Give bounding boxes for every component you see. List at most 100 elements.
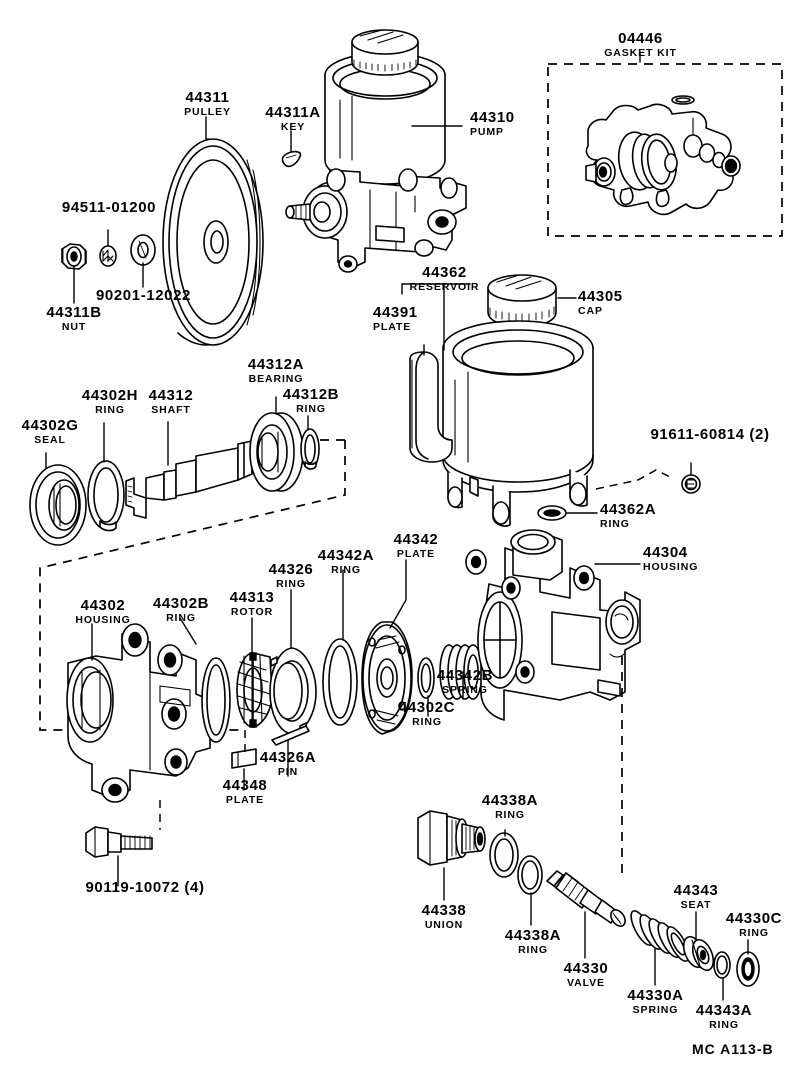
callout-gasket-kit-number: 04446 <box>618 30 663 47</box>
sheet-code: MC A113-B <box>692 1041 774 1057</box>
callout-ring-44302c-number: 44302C <box>398 699 456 716</box>
callout-ring-44302c-name: RING <box>412 716 442 728</box>
callout-valve: 44330 VALVE <box>551 961 621 990</box>
callout-housing-44302: 44302 HOUSING <box>59 598 147 627</box>
callout-bolt-91611-number: 91611-60814 (2) <box>650 426 770 443</box>
part-bolt-91611 <box>681 474 701 494</box>
part-ring-44302b <box>201 657 231 743</box>
callout-ring-44330c-number: 44330C <box>725 910 783 927</box>
callout-plate-44348: 44348 PLATE <box>205 778 285 807</box>
part-ring-44326 <box>269 647 317 735</box>
callout-shaft-name: SHAFT <box>151 404 191 416</box>
callout-ring-44312b-number: 44312B <box>282 386 340 403</box>
part-housing-44302 <box>66 623 211 803</box>
callout-ring-44342a-number: 44342A <box>317 547 375 564</box>
gasket-kit-box <box>547 63 783 237</box>
callout-spring-44330a: 44330A SPRING <box>613 988 698 1017</box>
callout-ring-44302h: 44302H RING <box>69 388 151 417</box>
callout-ring-44302b: 44302B RING <box>138 596 224 625</box>
callout-valve-name: VALVE <box>567 977 605 989</box>
callout-gasket-kit-name: GASKET KIT <box>604 47 677 59</box>
callout-spring-44330a-name: SPRING <box>632 1004 679 1016</box>
part-ring-44312b <box>300 428 320 470</box>
part-ring-44338a-bottom <box>517 855 543 895</box>
callout-plate-44391-number: 44391 <box>373 304 418 321</box>
callout-pulley-name: PULLEY <box>184 106 231 118</box>
part-bolt-90119 <box>85 826 153 858</box>
callout-ring-44302c: 44302C RING <box>386 700 468 729</box>
callout-cap-number: 44305 <box>578 288 623 305</box>
callout-seat-44343-name: SEAT <box>680 899 712 911</box>
callout-reservoir-number: 44362 <box>422 264 467 281</box>
callout-plate-44342-number: 44342 <box>393 531 439 548</box>
callout-ring-44362a-number: 44362A <box>600 501 657 518</box>
callout-ring-44342a-name: RING <box>331 564 361 576</box>
part-ring-44342a <box>322 638 358 726</box>
callout-seal-44302g-number: 44302G <box>21 417 79 434</box>
callout-bolt-90119: 90119-10072 (4) <box>63 880 227 895</box>
callout-shaft: 44312 SHAFT <box>138 388 204 417</box>
callout-key-number: 44311A <box>265 104 321 121</box>
part-pin-44326a <box>271 725 310 746</box>
callout-bearing-number: 44312A <box>247 356 305 373</box>
callout-seat-44343: 44343 SEAT <box>661 883 731 912</box>
part-rotor-44313 <box>236 652 273 728</box>
callout-washer-94511: 94511-01200 <box>53 200 165 215</box>
callout-plate-44391: 44391 PLATE <box>373 305 418 334</box>
callout-bearing: 44312A BEARING <box>221 357 331 386</box>
callout-pin-44326a: 44326A PIN <box>245 750 331 779</box>
callout-pulley-number: 44311 <box>185 89 230 106</box>
part-shaft-44312 <box>125 435 267 519</box>
callout-seal-44302g-name: SEAL <box>34 434 66 446</box>
callout-bolt-91611: 91611-60814 (2) <box>635 427 785 442</box>
callout-housing-44304: 44304 HOUSING <box>643 545 698 574</box>
callout-key: 44311A KEY <box>254 105 332 134</box>
callout-spring-44342b-number: 44342B <box>436 667 494 684</box>
part-washer-94511 <box>99 245 117 267</box>
callout-plate-washer-90201-number: 90201-12022 <box>95 287 192 304</box>
callout-ring-44338a-top-number: 44338A <box>481 792 539 809</box>
part-pump-44310 <box>285 29 467 273</box>
callout-housing-44302-number: 44302 <box>80 597 126 614</box>
callout-reservoir: 44362 RESERVOIR <box>392 265 497 294</box>
callout-ring-44302b-name: RING <box>166 612 196 624</box>
callout-ring-44338a-top: 44338A RING <box>470 793 550 822</box>
callout-seal-44302g: 44302G SEAL <box>14 418 86 447</box>
callout-ring-44362a: 44362A RING <box>600 502 656 531</box>
callout-seat-44343-number: 44343 <box>673 882 719 899</box>
callout-plate-44342-name: PLATE <box>396 548 436 560</box>
callout-ring-44343a: 44343A RING <box>683 1003 765 1032</box>
callout-pin-44326a-name: PIN <box>277 766 299 778</box>
callout-ring-44338a-top-name: RING <box>495 809 525 821</box>
callout-ring-44330c-name: RING <box>739 927 769 939</box>
part-ring-44338a-top <box>489 832 519 878</box>
part-pulley-44311 <box>162 138 264 346</box>
part-plate-washer-90201 <box>130 234 156 266</box>
callout-ring-44302h-name: RING <box>95 404 125 416</box>
part-key-44311a <box>281 150 302 168</box>
callout-ring-44312b-name: RING <box>296 403 326 415</box>
part-ring-44343a <box>713 951 731 979</box>
callout-shaft-number: 44312 <box>148 387 194 404</box>
callout-union: 44338 UNION <box>409 903 479 932</box>
callout-ring-44302b-number: 44302B <box>152 595 210 612</box>
callout-key-name: KEY <box>280 121 306 133</box>
part-valve-44330 <box>546 870 626 927</box>
part-ring-44330c <box>736 951 760 987</box>
part-spring-44330a <box>630 910 690 962</box>
bolt-91611-dashed-leader <box>595 469 673 490</box>
callout-pulley: 44311 PULLEY <box>170 90 245 119</box>
callout-rotor-number: 44313 <box>229 589 275 606</box>
callout-ring-44326-name: RING <box>276 578 306 590</box>
callout-plate-44348-number: 44348 <box>222 777 268 794</box>
callout-spring-44342b-name: SPRING <box>442 684 488 696</box>
part-seat-44343 <box>682 935 715 972</box>
callout-housing-44304-name: HOUSING <box>643 561 699 573</box>
part-bearing-44312a <box>249 412 304 492</box>
callout-plate-44342: 44342 PLATE <box>383 532 449 561</box>
part-ring-44362a <box>537 505 567 521</box>
callout-housing-44302-name: HOUSING <box>75 614 131 626</box>
callout-reservoir-name: RESERVOIR <box>409 281 480 293</box>
callout-ring-44302h-number: 44302H <box>81 387 139 404</box>
